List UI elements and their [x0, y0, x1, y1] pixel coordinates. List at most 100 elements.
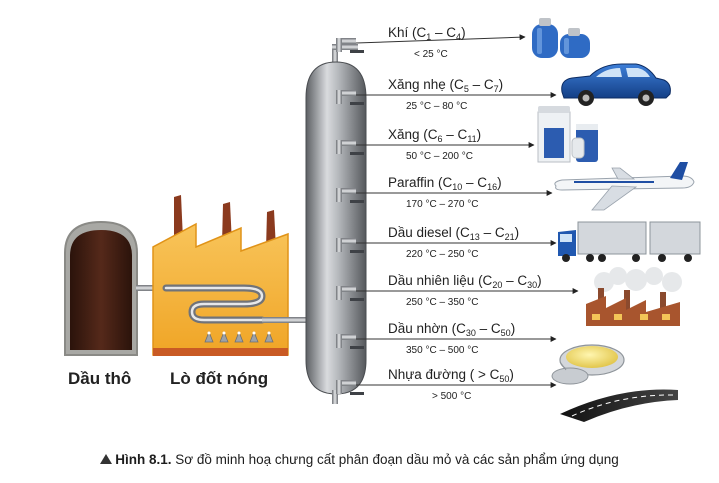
fraction-name-part: Xăng (C — [388, 127, 438, 142]
caption-text: Sơ đồ minh hoạ chưng cất phân đoạn dầu m… — [175, 452, 619, 467]
fraction-name-part: ) — [537, 273, 542, 288]
fraction-name-part: Dầu nhờn (C — [388, 321, 466, 336]
column-tray — [350, 392, 364, 395]
fraction-name-part: ) — [497, 175, 502, 190]
outlet-pipe — [336, 286, 356, 292]
fraction-name-part: – C — [480, 225, 505, 240]
carbon-subscript: 30 — [466, 328, 476, 338]
column-tray — [350, 346, 364, 349]
fraction-name-part: – C — [443, 127, 468, 142]
fraction-name-part: – C — [502, 273, 527, 288]
furnace — [152, 195, 289, 356]
fraction-name-part: ) — [499, 77, 504, 92]
figure-caption: Hình 8.1. Sơ đồ minh hoạ chưng cất phân … — [0, 452, 719, 467]
carbon-subscript: 50 — [499, 374, 509, 384]
outlet-drop — [336, 188, 342, 202]
fraction-temperature: < 25 °C — [414, 49, 448, 60]
fraction-name-part: – C — [476, 321, 501, 336]
carbon-subscript: 20 — [492, 280, 502, 290]
column-tray — [350, 152, 364, 155]
figure-number: Hình 8.1. — [115, 452, 172, 467]
fraction-temperature: 250 °C – 350 °C — [406, 297, 479, 308]
outlet-drop — [336, 38, 342, 52]
outlet-pipe — [336, 238, 356, 244]
carbon-subscript: 1 — [426, 32, 431, 42]
fraction-name-part: – C — [431, 25, 456, 40]
carbon-subscript: 16 — [487, 182, 497, 192]
carbon-subscript: 7 — [494, 84, 499, 94]
fraction-name-part: Paraffin (C — [388, 175, 453, 190]
fraction-name-part: ) — [511, 321, 516, 336]
outlet-pipe — [336, 380, 356, 386]
fraction-name: Xăng (C6 – C11) — [388, 127, 481, 144]
outlet-drop — [336, 238, 342, 252]
furnace-label: Lò đốt nóng — [170, 369, 268, 388]
outlet-pipe — [336, 140, 356, 146]
fraction-temperature: 25 °C – 80 °C — [406, 101, 467, 112]
fraction-name-part: Nhựa đường ( > C — [388, 367, 500, 382]
outlet-pipe — [336, 90, 356, 96]
carbon-subscript: 11 — [467, 134, 476, 144]
fraction-name-part: ) — [515, 225, 520, 240]
fraction-name: Dầu nhiên liệu (C20 – C30) — [388, 273, 542, 290]
fraction-name: Nhựa đường ( > C50) — [388, 367, 514, 384]
fraction-name: Xăng nhẹ (C5 – C7) — [388, 77, 503, 94]
fraction-name: Khí (C1 – C4) — [388, 25, 466, 42]
fraction-temperature: 220 °C – 250 °C — [406, 249, 479, 260]
feed-pipe — [136, 285, 166, 291]
carbon-subscript: 4 — [456, 32, 461, 42]
road-icon — [560, 389, 678, 422]
carbon-subscript: 13 — [470, 232, 480, 242]
outlet-drop — [336, 286, 342, 300]
fraction-name-part: ) — [461, 25, 466, 40]
truck-icon — [558, 221, 701, 262]
outlet-drop — [336, 380, 342, 394]
fraction-name-part: Xăng nhẹ (C — [388, 77, 464, 92]
column-outlets — [336, 38, 364, 395]
fraction-name-part: ) — [477, 127, 482, 142]
fraction-name-part: – C — [469, 77, 494, 92]
caption-triangle-icon — [100, 454, 113, 464]
fraction-name-part: Khí (C — [388, 25, 427, 40]
column-tray — [350, 50, 364, 53]
outlet-pipe — [336, 188, 356, 194]
fraction-name-part: ) — [509, 367, 514, 382]
carbon-subscript: 10 — [452, 182, 462, 192]
outlet-drop — [336, 140, 342, 154]
fraction-name: Dầu diesel (C13 – C21) — [388, 225, 519, 242]
column-tray — [350, 298, 364, 301]
crude-oil-label: Dầu thô — [68, 369, 131, 388]
outlet-pipe — [336, 38, 356, 44]
outlet-pipe — [336, 334, 356, 340]
column-feed-pipe — [262, 317, 308, 323]
fraction-name-part: Dầu nhiên liệu (C — [388, 273, 493, 288]
fraction-temperature: 170 °C – 270 °C — [406, 199, 479, 210]
fraction-temperature: 350 °C – 500 °C — [406, 345, 479, 356]
grease-tin-icon — [551, 344, 625, 385]
carbon-subscript: 21 — [505, 232, 515, 242]
column-tray — [350, 102, 364, 105]
factory-icon — [586, 267, 682, 326]
fraction-name-part: – C — [462, 175, 487, 190]
carbon-subscript: 50 — [501, 328, 511, 338]
column-tray — [350, 250, 364, 253]
fraction-name: Paraffin (C10 – C16) — [388, 175, 502, 192]
gas-cylinder-icon — [532, 18, 590, 58]
solvent-cans-icon — [537, 106, 598, 163]
carbon-subscript: 30 — [527, 280, 537, 290]
fraction-leader-line — [355, 34, 526, 44]
fraction-temperature: 50 °C – 200 °C — [406, 151, 473, 162]
carbon-subscript: 6 — [438, 134, 443, 144]
fraction-name-part: Dầu diesel (C — [388, 225, 470, 240]
car-icon — [561, 63, 671, 106]
fraction-name: Dầu nhờn (C30 – C50) — [388, 321, 515, 338]
airplane-icon — [554, 162, 695, 211]
crude-oil-tank — [64, 220, 138, 356]
outlet-drop — [336, 334, 342, 348]
outlet-drop — [336, 90, 342, 104]
column-tray — [350, 200, 364, 203]
carbon-subscript: 5 — [464, 84, 469, 94]
fraction-temperature: > 500 °C — [432, 391, 471, 402]
